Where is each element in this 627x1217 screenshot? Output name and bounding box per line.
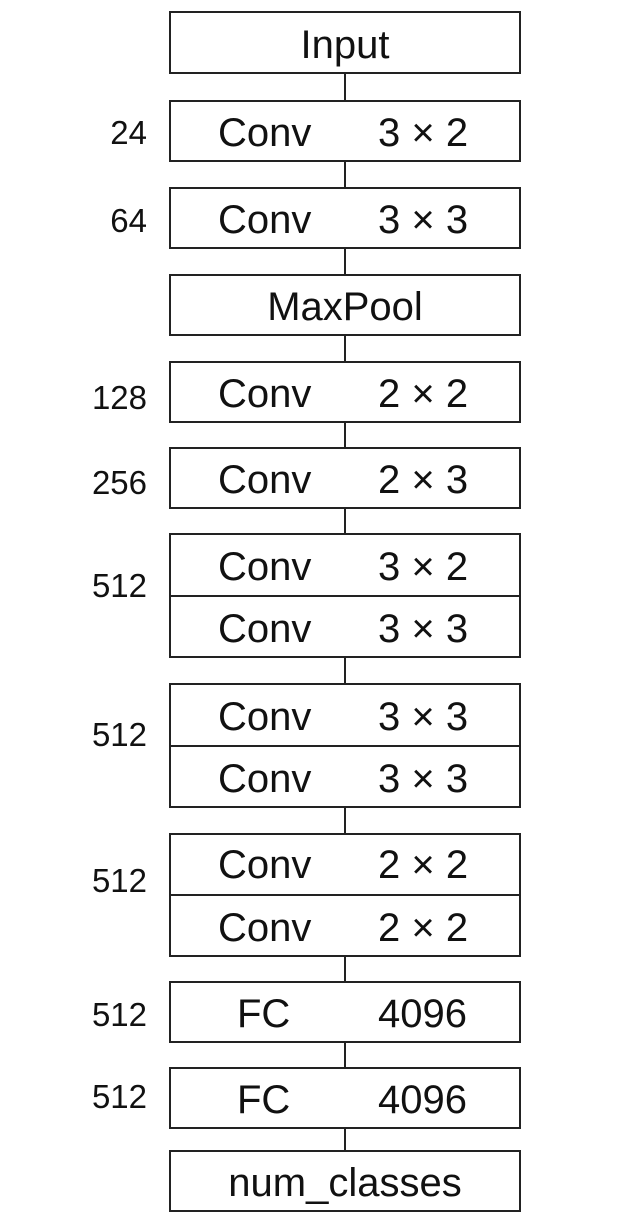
kernel-size-label: 2 × 2	[378, 843, 469, 887]
layer-op-label: Conv	[218, 545, 312, 589]
layer-units-label: 4096	[378, 992, 467, 1036]
connector-fc2-output	[344, 1127, 346, 1152]
layer-op-label: Conv	[218, 757, 312, 801]
layer-divider	[171, 595, 519, 597]
channel-count-label: 24	[110, 114, 147, 151]
conv-block: Conv 3 × 2	[169, 100, 521, 162]
conv-block: Conv 3 × 3	[169, 187, 521, 249]
conv-block-double: Conv 3 × 2 Conv 3 × 3	[169, 533, 521, 658]
layer-op-label: Conv	[218, 198, 312, 242]
layer-op-label: Conv	[218, 695, 312, 739]
conv-block: Conv 2 × 2	[169, 361, 521, 423]
channel-count-label: 512	[91, 716, 147, 753]
channel-count-label: 512	[91, 862, 147, 899]
layer-divider	[171, 894, 519, 896]
block-label: num_classes	[228, 1161, 462, 1205]
layer-divider	[171, 745, 519, 747]
connector-conv1-conv2	[344, 160, 346, 189]
channel-count-label: 128	[91, 379, 147, 416]
kernel-size-label: 3 × 3	[378, 607, 469, 651]
kernel-size-label: 2 × 2	[378, 906, 469, 950]
layer-op-label: Conv	[218, 458, 312, 502]
output-block: num_classes	[169, 1150, 521, 1212]
channel-count-label: 64	[110, 202, 147, 239]
layer-op-label: Conv	[218, 906, 312, 950]
connector-conv5-conv6	[344, 656, 346, 685]
layer-op-label: Conv	[218, 843, 312, 887]
channel-count-label: 256	[91, 464, 147, 501]
kernel-size-label: 2 × 3	[378, 458, 469, 502]
layer-op-label: Conv	[218, 372, 312, 416]
connector-input-conv1	[344, 72, 346, 102]
layer-op-label: FC	[237, 1078, 291, 1122]
layer-op-label: Conv	[218, 111, 312, 155]
conv-block: Conv 2 × 3	[169, 447, 521, 509]
kernel-size-label: 3 × 2	[378, 111, 469, 155]
connector-conv7-fc1	[344, 955, 346, 983]
connector-maxpool-conv3	[344, 334, 346, 363]
layer-units-label: 4096	[378, 1078, 467, 1122]
connector-conv3-conv4	[344, 421, 346, 449]
connector-conv2-maxpool	[344, 247, 346, 276]
fc-block: FC 4096	[169, 1067, 521, 1129]
layer-op-label: Conv	[218, 607, 312, 651]
conv-block-double: Conv 3 × 3 Conv 3 × 3	[169, 683, 521, 808]
layer-op-label: FC	[237, 992, 291, 1036]
connector-fc1-fc2	[344, 1041, 346, 1069]
block-label: MaxPool	[267, 285, 423, 329]
input-block: Input	[169, 11, 521, 74]
channel-count-label: 512	[91, 567, 147, 604]
maxpool-block: MaxPool	[169, 274, 521, 336]
conv-block-double: Conv 2 × 2 Conv 2 × 2	[169, 833, 521, 957]
block-label: Input	[300, 23, 390, 67]
kernel-size-label: 3 × 3	[378, 198, 469, 242]
kernel-size-label: 2 × 2	[378, 372, 469, 416]
channel-count-label: 512	[91, 996, 147, 1033]
kernel-size-label: 3 × 3	[378, 695, 469, 739]
kernel-size-label: 3 × 3	[378, 757, 469, 801]
connector-conv6-conv7	[344, 806, 346, 835]
fc-block: FC 4096	[169, 981, 521, 1043]
channel-count-label: 512	[91, 1078, 147, 1115]
connector-conv4-conv5	[344, 507, 346, 535]
kernel-size-label: 3 × 2	[378, 545, 469, 589]
